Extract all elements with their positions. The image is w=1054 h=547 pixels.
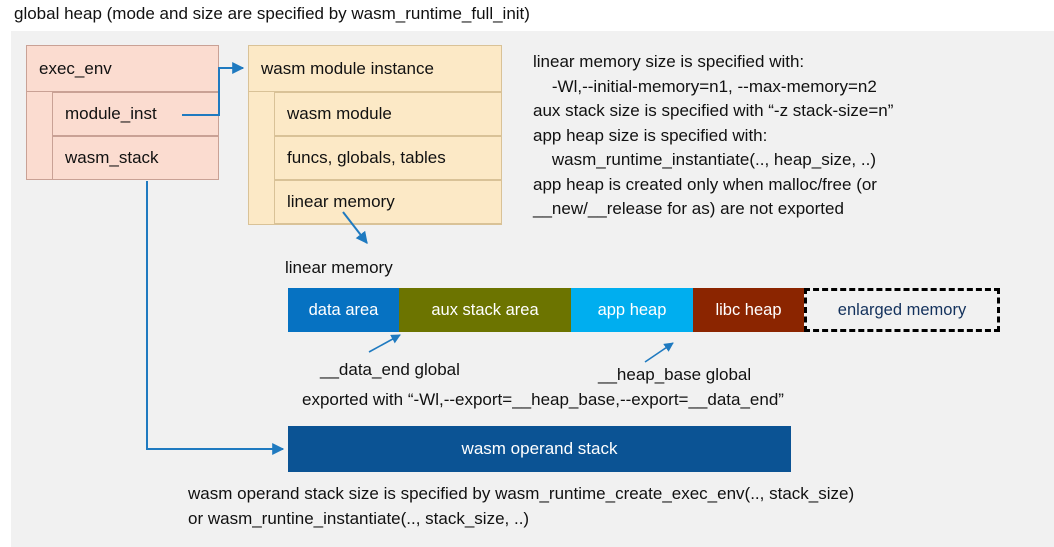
exec-env-field-wasm-stack-label: wasm_stack — [65, 148, 159, 167]
module-instance-field-funcs-globals-tables: funcs, globals, tables — [274, 136, 502, 180]
data-end-annotation: __data_end global — [320, 360, 460, 379]
module-instance-title-label: wasm module instance — [261, 58, 434, 78]
exec-env-title: exec_env — [26, 45, 219, 92]
stack-sizing-note: wasm operand stack size is specified by … — [188, 484, 855, 528]
heap-base-annotation: __heap_base global — [598, 365, 752, 384]
memory-segment-enlarged-memory: enlarged memory — [804, 288, 1000, 332]
module-instance-field-wasm-module-label: wasm module — [287, 104, 392, 123]
module-instance-field-wasm-module: wasm module — [274, 92, 502, 136]
exec-env-title-label: exec_env — [39, 58, 112, 78]
memory-segment-app-heap-label: app heap — [597, 300, 667, 319]
memory-segment-enlarged-memory-label: enlarged memory — [837, 300, 967, 319]
wasm-operand-stack-label: wasm operand stack — [461, 439, 618, 458]
module-instance-field-funcs-globals-tables-label: funcs, globals, tables — [287, 148, 446, 167]
exec-env-field-module-inst-label: module_inst — [65, 104, 157, 123]
memory-segment-aux-stack-area: aux stack area — [399, 288, 571, 332]
wasm-operand-stack-box: wasm operand stack — [288, 426, 791, 472]
page-title: global heap (mode and size are specified… — [14, 4, 530, 23]
memory-segment-aux-stack-area-label: aux stack area — [431, 300, 539, 319]
memory-segment-libc-heap-label: libc heap — [715, 300, 782, 319]
memory-segment-data-area: data area — [288, 288, 399, 332]
memory-segment-libc-heap: libc heap — [693, 288, 804, 332]
memory-sizing-note: linear memory size is specified with: -W… — [533, 52, 894, 218]
linear-memory-bar-label: linear memory — [285, 258, 393, 277]
exec-env-field-wasm-stack: wasm_stack — [52, 136, 219, 180]
module-instance-field-linear-memory: linear memory — [274, 180, 502, 224]
exec-env-field-module-inst: module_inst — [52, 92, 219, 136]
exported-with-annotation: exported with “-Wl,--export=__heap_base,… — [302, 390, 784, 409]
memory-segment-app-heap: app heap — [571, 288, 693, 332]
linear-memory-bar: data area aux stack area app heap libc h… — [288, 288, 1000, 332]
module-instance-title: wasm module instance — [248, 45, 502, 92]
memory-segment-data-area-label: data area — [308, 300, 379, 319]
module-instance-field-linear-memory-label: linear memory — [287, 192, 395, 211]
